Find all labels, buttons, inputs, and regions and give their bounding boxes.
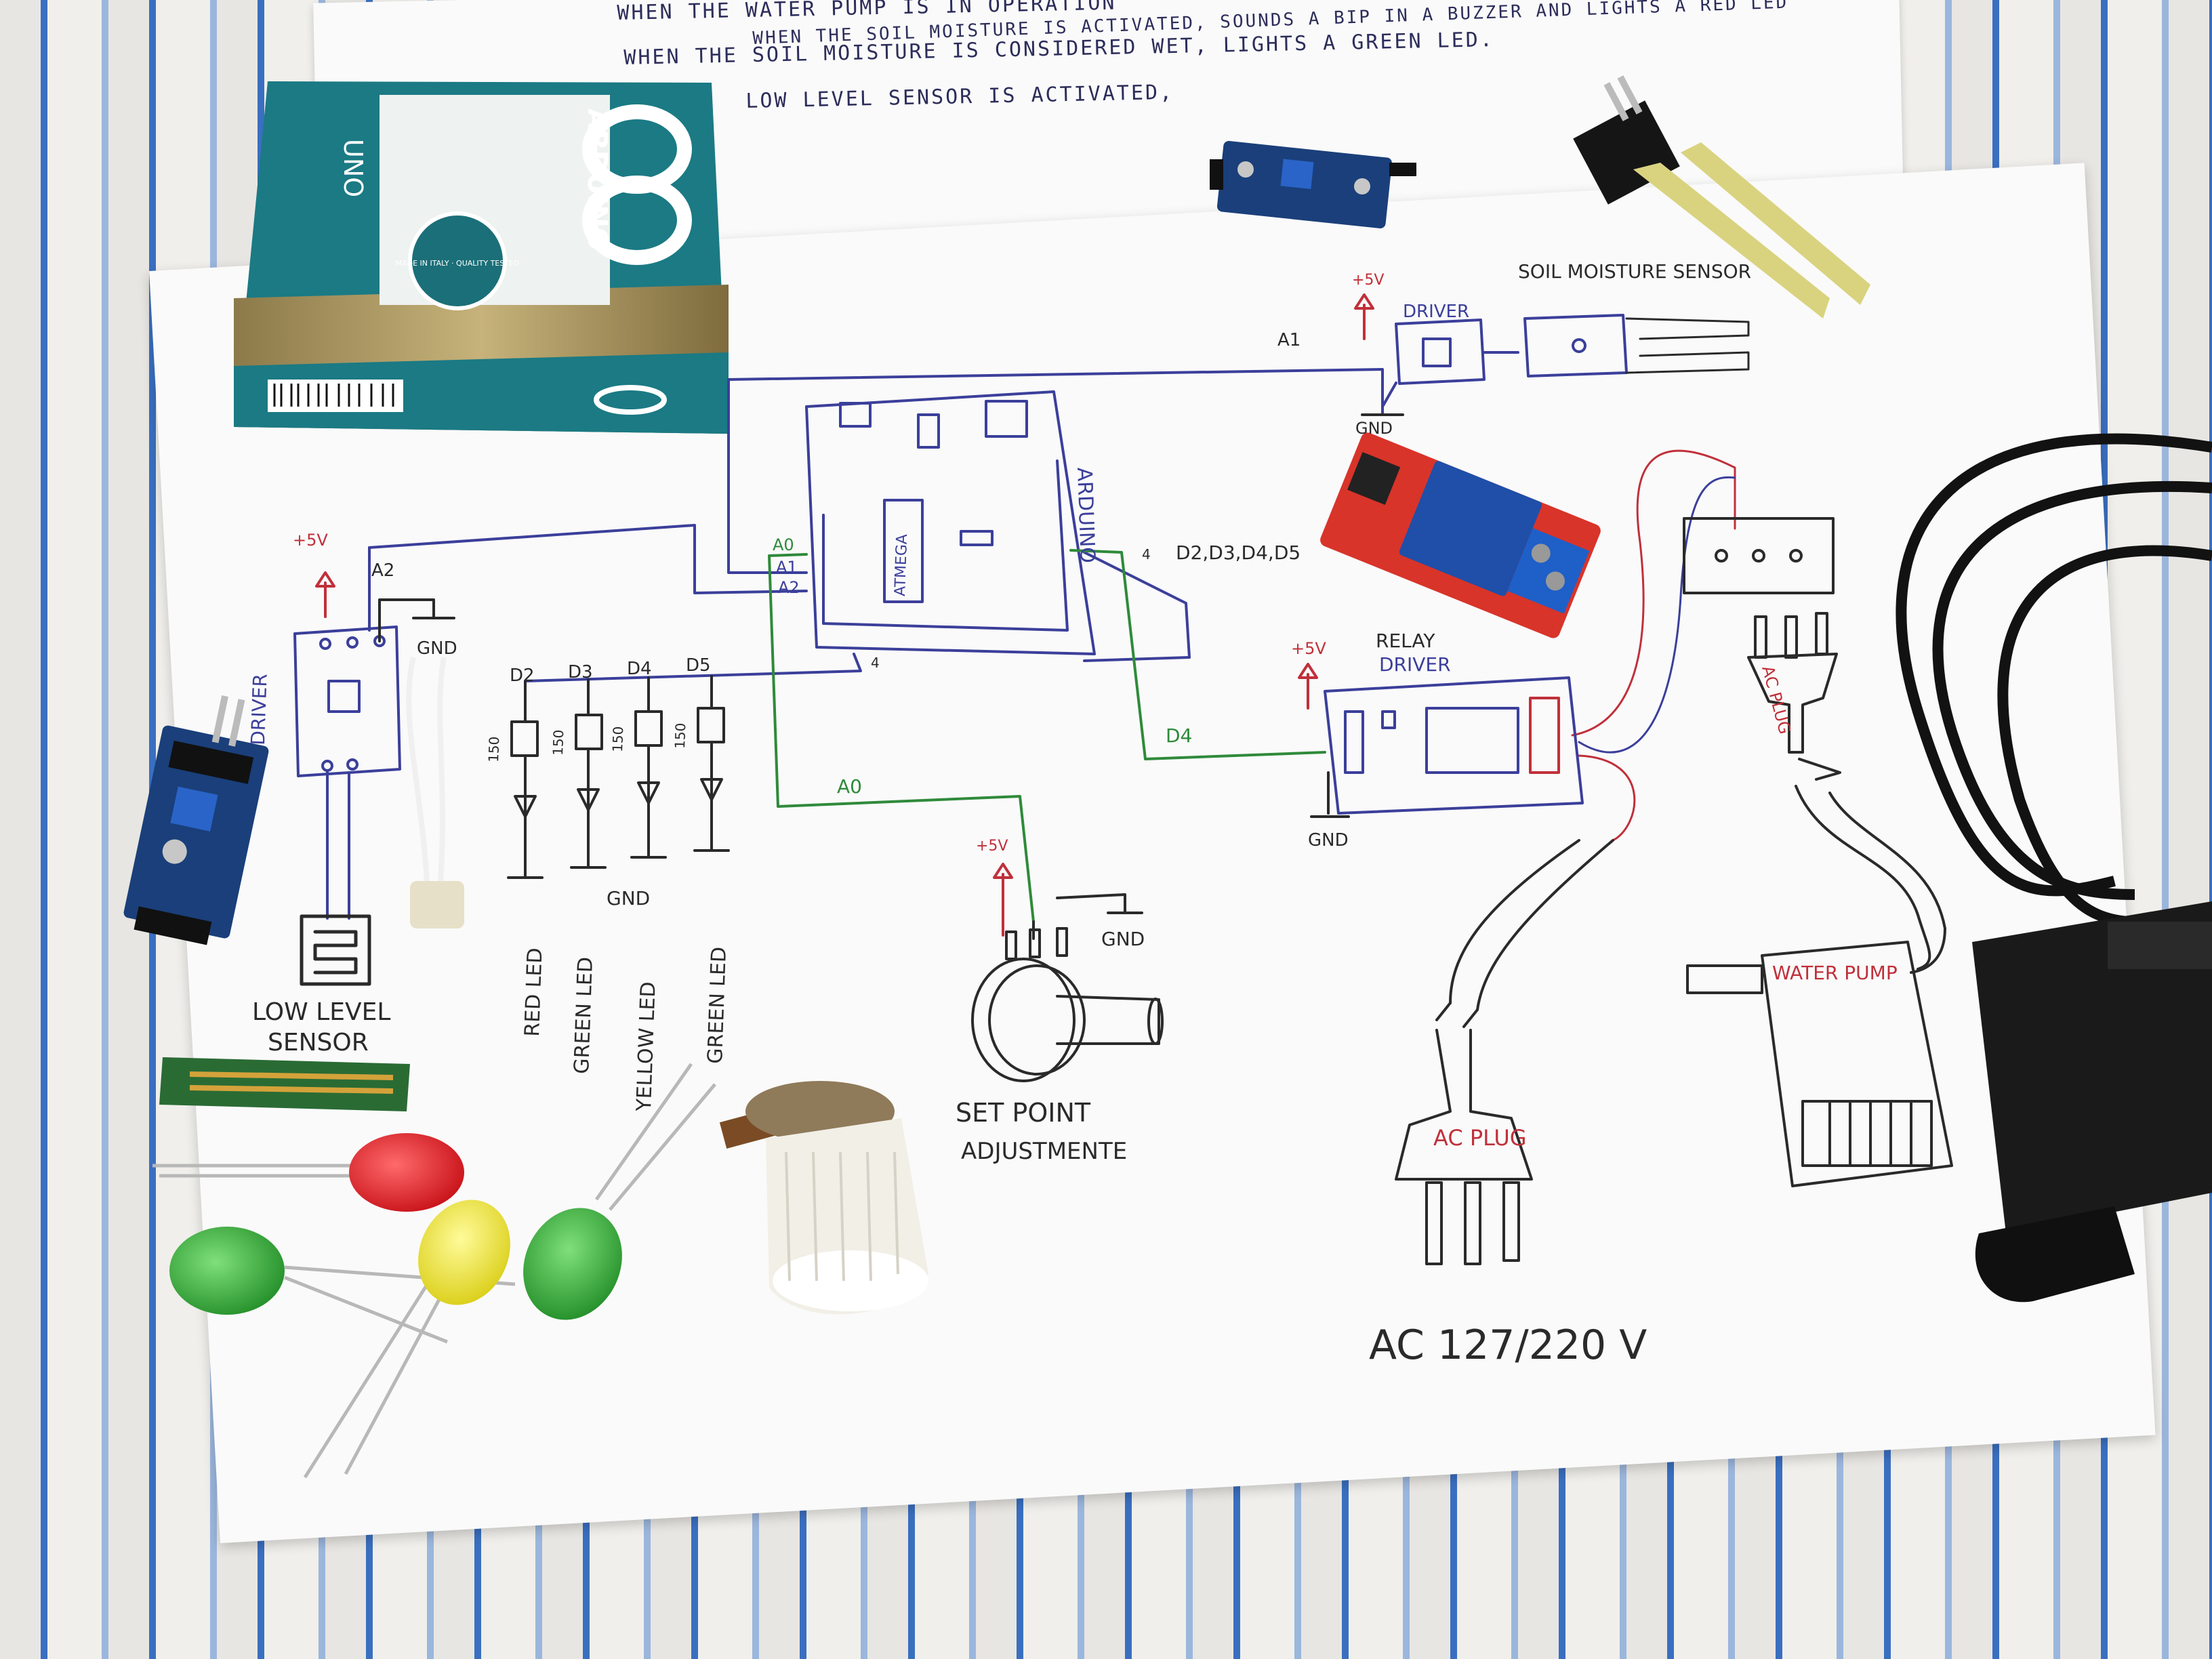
- yellow-led-photo: [303, 1200, 510, 1479]
- water-pump-photo: [1972, 901, 2212, 1303]
- wire-a2: [368, 524, 808, 594]
- pot-pin: A0: [837, 775, 862, 798]
- level-label-2: SENSOR: [268, 1029, 369, 1057]
- level-supply: +5V: [293, 531, 328, 550]
- ac-plug-top-label: AC PLUG: [1758, 663, 1795, 736]
- relay-driver-drawing: [1298, 663, 1584, 818]
- wire-a1: [727, 368, 1384, 408]
- potentiometer-photo: [719, 1081, 928, 1315]
- level-driver-drawing: [293, 571, 455, 777]
- ac-plug-bottom-drawing: [1395, 839, 1614, 1265]
- led-name-1: RED LED: [520, 947, 548, 1037]
- relay-pin: D4: [1166, 724, 1192, 747]
- soil-driver-label: DRIVER: [1403, 302, 1469, 322]
- wire-d4: [1069, 549, 1326, 760]
- arduino-box: MADE IN ITALY · QUALITY TESTED ARDUINO U…: [234, 81, 729, 434]
- led-pin-d3: D3: [568, 662, 593, 682]
- resistor-4: 150: [672, 722, 689, 749]
- relay-label-2: DRIVER: [1379, 653, 1451, 676]
- pot-label-2: ADJUSTMENTE: [961, 1138, 1127, 1165]
- resistor-1: 150: [485, 736, 502, 762]
- level-driver-label: DRIVER: [247, 674, 272, 746]
- led-gnd: GND: [607, 887, 650, 909]
- seal-text: MADE IN ITALY · QUALITY TESTED: [396, 259, 520, 268]
- level-probe-photo: [159, 657, 464, 1111]
- pin-a2: A2: [778, 578, 800, 597]
- led-pin-d4: D4: [627, 659, 652, 679]
- green-led-left-photo: [169, 1227, 516, 1344]
- bus-count-bottom: 4: [871, 655, 880, 671]
- led-name-3: YELLOW LED: [632, 981, 661, 1112]
- relay-gnd: GND: [1308, 830, 1349, 851]
- soil-supply: +5V: [1352, 272, 1384, 289]
- pot-supply: +5V: [976, 838, 1008, 855]
- led-pin-d5: D5: [686, 655, 711, 676]
- relay-label-1: RELAY: [1376, 630, 1435, 652]
- relay-module-photo: [1320, 432, 1601, 638]
- led-array-drawing: [507, 675, 730, 879]
- bus-count-right: 4: [1142, 546, 1151, 562]
- made-in-italy-seal: [408, 211, 507, 310]
- mains-voltage-label: AC 127/220 V: [1369, 1322, 1647, 1369]
- arduino-label: ARDUINO: [1072, 467, 1099, 563]
- arduino-board-drawing: [805, 390, 1096, 655]
- led-pin-d2: D2: [510, 665, 535, 686]
- level-label-1: LOW LEVEL: [252, 998, 390, 1026]
- led-name-2: GREEN LED: [570, 956, 598, 1074]
- soil-pin: A1: [1277, 330, 1300, 350]
- potentiometer-drawing: [971, 863, 1164, 1082]
- schematic-lines: [293, 293, 1953, 1265]
- red-led-photo: [152, 1133, 464, 1212]
- led-bus: [524, 653, 862, 682]
- soil-gnd: GND: [1355, 419, 1393, 438]
- resistor-2: 150: [550, 729, 567, 756]
- soil-driver-drawing: [1354, 293, 1628, 416]
- water-pump-drawing: [1686, 941, 1953, 1187]
- wire-a1-drop: [727, 378, 808, 574]
- pin-a0: A0: [773, 535, 794, 554]
- mains-blue: [1578, 476, 1736, 754]
- soil-driver-module-photo: [1210, 141, 1416, 228]
- green-led-right-photo: [523, 1063, 716, 1320]
- mains-red: [1571, 449, 1736, 737]
- box-brand: ARDUINO: [581, 108, 613, 251]
- relay-supply: +5V: [1291, 639, 1326, 658]
- box-model: UNO: [338, 139, 368, 197]
- level-sensor-drawing: [300, 914, 371, 986]
- level-pin: A2: [371, 560, 394, 581]
- soil-probe-drawing: [1625, 317, 1750, 374]
- pump-cable-photo: [1896, 433, 2212, 928]
- barcode: [268, 380, 403, 412]
- pot-label-1: SET POINT: [956, 1098, 1091, 1128]
- level-gnd: GND: [417, 638, 457, 659]
- pin-a1: A1: [776, 558, 798, 577]
- bus-label: D2,D3,D4,D5: [1176, 541, 1300, 564]
- water-pump-label: WATER PUMP: [1772, 962, 1898, 984]
- led-name-4: GREEN LED: [703, 946, 731, 1064]
- chip-label: ATMEGA: [892, 534, 911, 597]
- level-driver-module-photo: [123, 695, 269, 945]
- ac-plug-top-drawing: [1683, 517, 1946, 974]
- resistor-3: 150: [609, 726, 626, 752]
- ac-plug-bottom-label: AC PLUG: [1433, 1125, 1527, 1151]
- soil-probe-photo: [1573, 75, 1870, 319]
- driver-to-bus: [1083, 551, 1191, 662]
- soil-sensor-label: SOIL MOISTURE SENSOR: [1518, 260, 1751, 283]
- wire-a0: [768, 553, 1035, 923]
- pot-gnd: GND: [1101, 928, 1145, 950]
